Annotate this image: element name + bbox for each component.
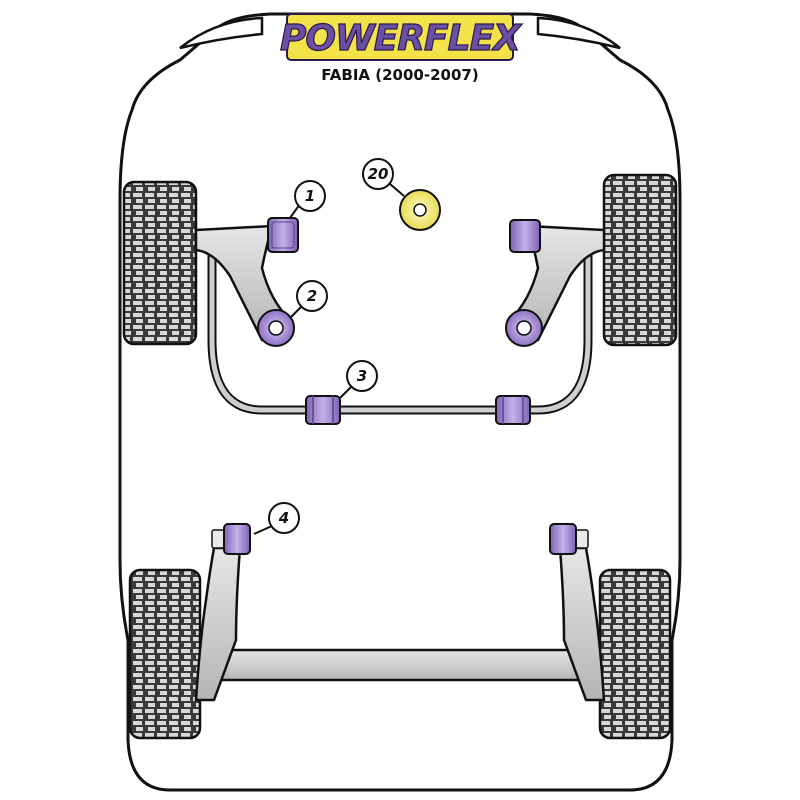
callout-20: 20 [362, 158, 405, 197]
front-wishbone-front-bush-left [267, 217, 299, 253]
car-body-outline [118, 12, 682, 792]
callout-number: 1 [305, 187, 315, 205]
callout-number: 2 [307, 287, 317, 305]
front-right-tyre [602, 173, 678, 347]
callout-number: 4 [278, 509, 289, 527]
rear-beam-bush-right [549, 523, 589, 555]
left-windscreen-edge [179, 16, 264, 50]
callout-4: 4 [253, 502, 300, 535]
rear-left-trailing-arm [194, 546, 242, 702]
rear-right-trailing-arm [558, 546, 606, 702]
callout-number: 3 [357, 367, 367, 385]
rear-left-tyre [128, 568, 202, 740]
powerflex-logo: POWERFLEX [279, 13, 525, 61]
front-wishbone-rear-bush-right [505, 309, 543, 347]
model-title: FABIA (2000-2007) [321, 66, 478, 84]
rear-beam-bush-left [211, 523, 251, 555]
callout-1: 1 [289, 180, 326, 219]
logo-text: POWERFLEX [280, 18, 523, 59]
rear-beam-axle [210, 648, 594, 682]
front-wishbone-front-bush-right [509, 219, 541, 253]
front-left-tyre [122, 180, 198, 346]
callout-2: 2 [289, 280, 328, 319]
anti-roll-bar-bush-right [495, 395, 531, 425]
callout-3: 3 [339, 360, 378, 399]
right-windscreen-edge [536, 16, 621, 50]
rear-right-tyre [598, 568, 672, 740]
anti-roll-bar-bush-left [305, 395, 341, 425]
engine-mount-bush [399, 189, 441, 231]
front-wishbone-rear-bush-left [257, 309, 295, 347]
callout-number: 20 [368, 165, 389, 183]
